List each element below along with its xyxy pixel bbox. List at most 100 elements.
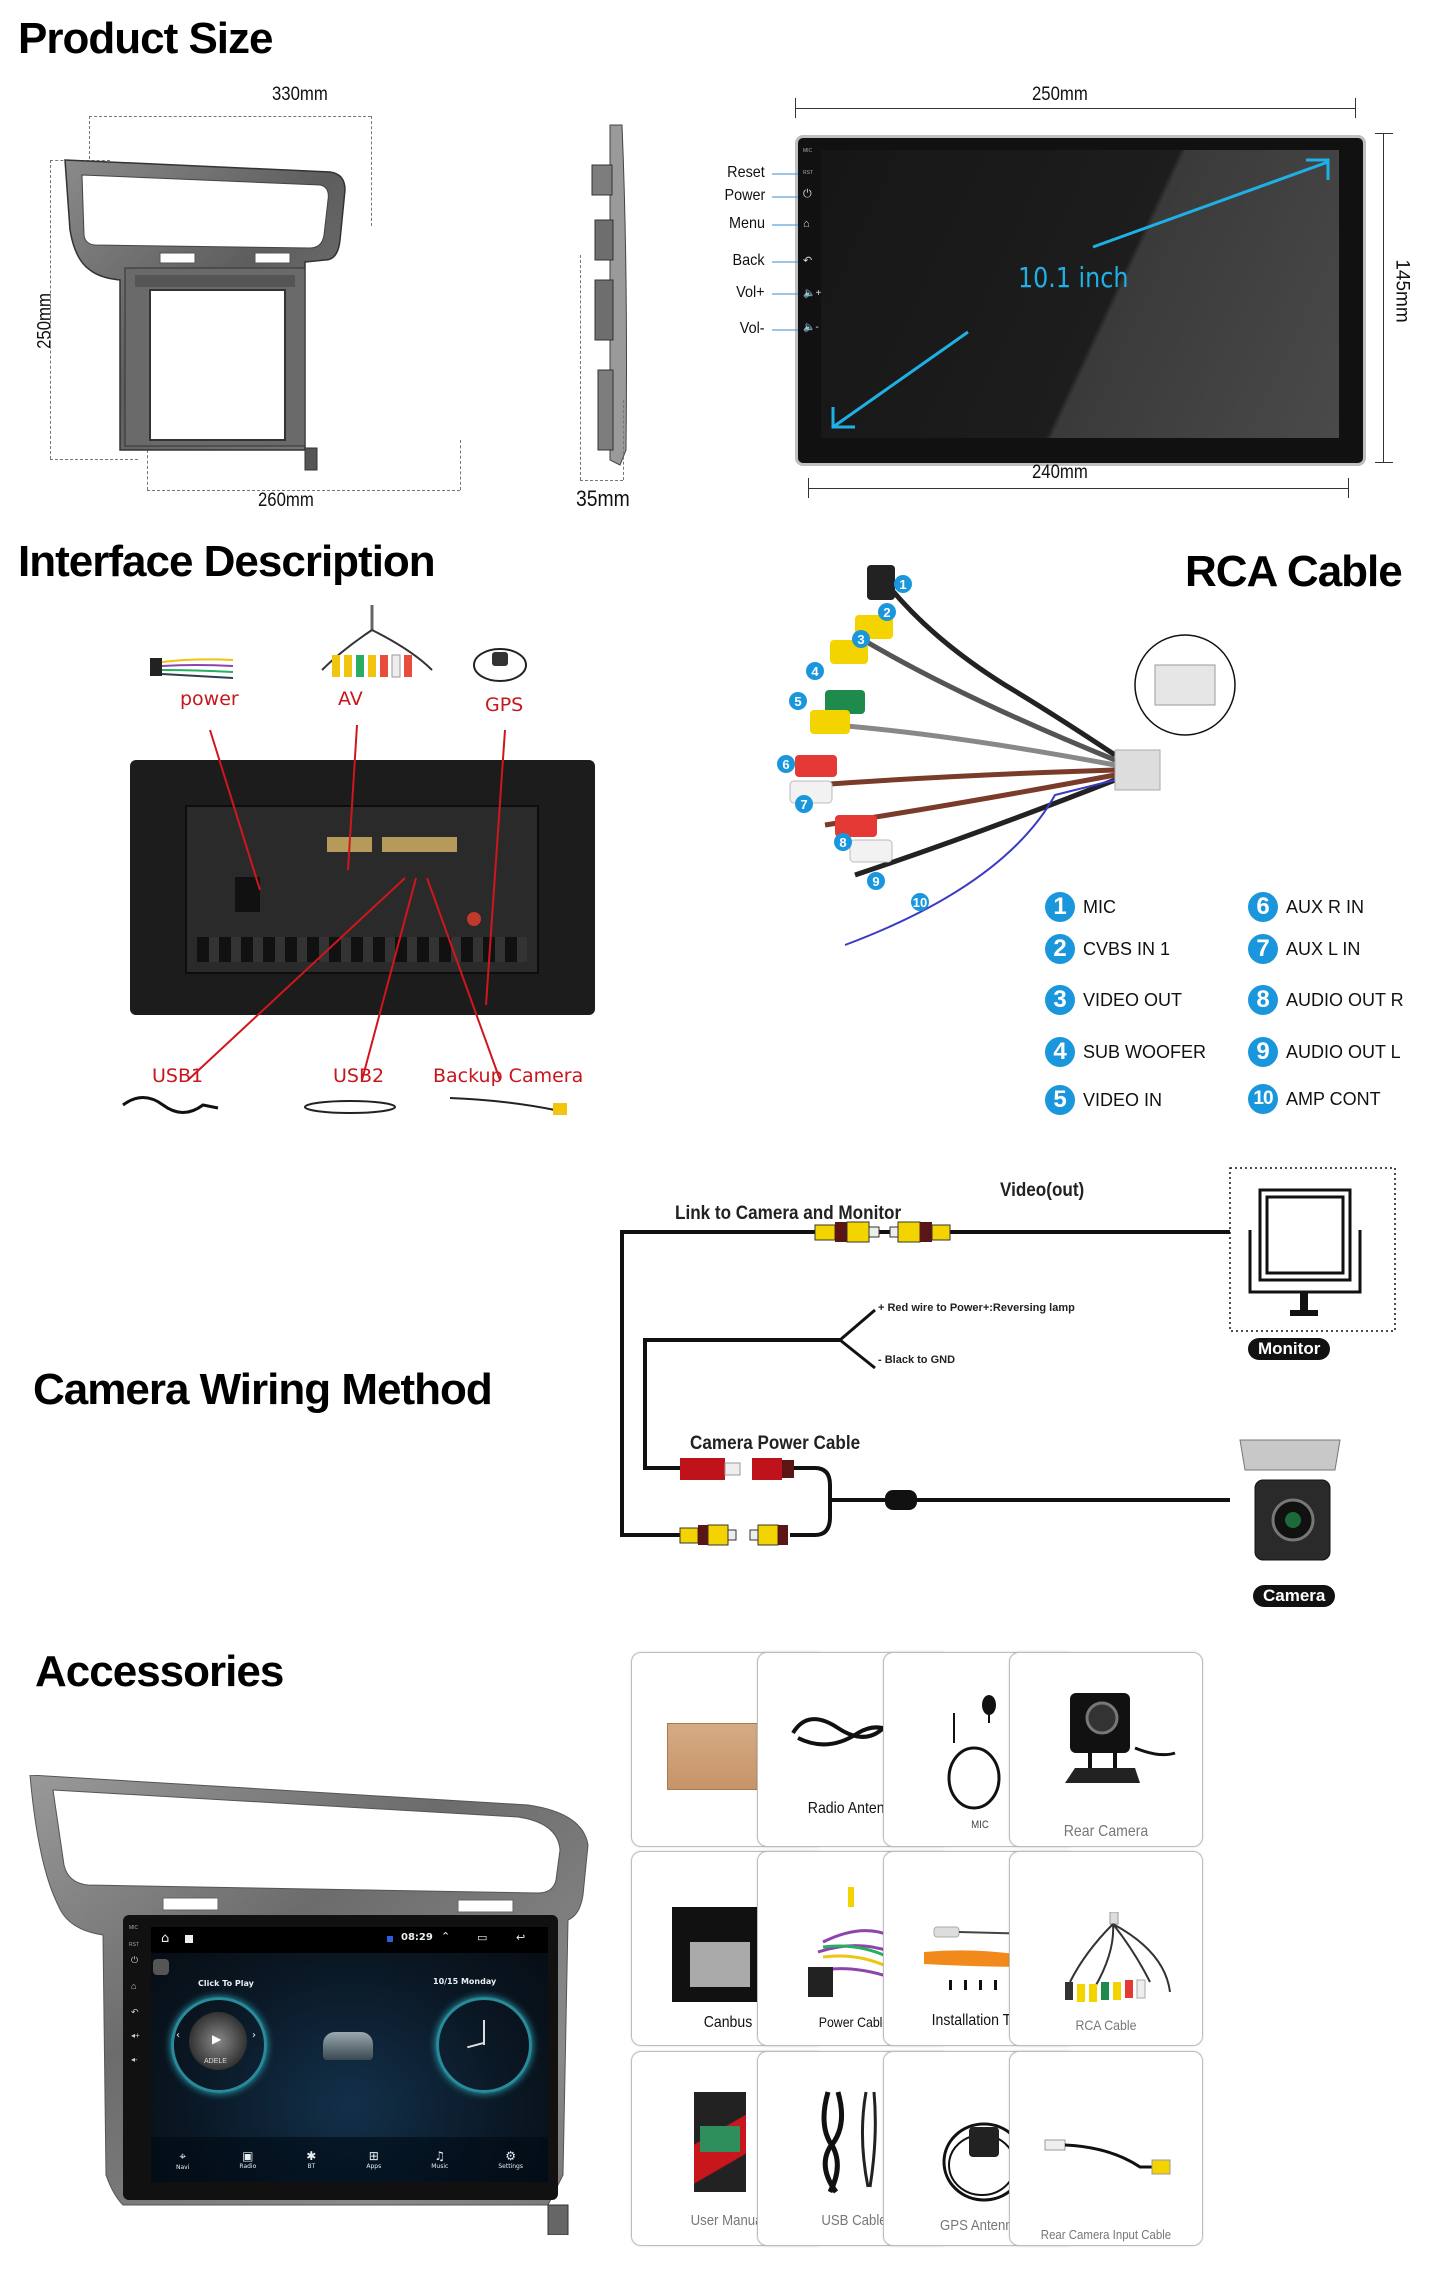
legend-label: AUDIO OUT R — [1286, 989, 1404, 1010]
dock-item-radio[interactable]: ▣Radio — [239, 2149, 256, 2170]
rca-cable-title: RCA Cable — [1185, 547, 1403, 596]
music-widget[interactable]: ▶ ADELE ‹ › — [171, 1997, 267, 2093]
expand-icon[interactable]: ⌃ — [441, 1930, 451, 1943]
usb-cable-icon — [821, 2091, 877, 2194]
screen-display — [821, 150, 1339, 438]
head-unit-vol-down-icon[interactable]: ◂- — [131, 2055, 138, 2064]
backup-camera-cable-icon — [449, 1097, 567, 1115]
accessory-label: RCA Cable — [1075, 2017, 1137, 2033]
play-icon[interactable]: ▶ — [212, 2032, 222, 2046]
legend-badge: 8 — [1248, 985, 1278, 1015]
profile-tick-left — [580, 255, 581, 480]
rca-plug-4 — [825, 690, 865, 714]
music-icon: ♫ — [434, 2149, 446, 2163]
dock-label: Navi — [176, 2163, 190, 2171]
legend-badge: 2 — [1045, 934, 1075, 964]
head-unit-back-panel — [130, 760, 595, 1015]
back-label: Back — [732, 252, 765, 269]
head-unit-screen-bezel: MIC RST ⏻ ⌂ ↶ ◂+ ◂- ⌂ 08:29 ⌃ ▭ ↩ Click … — [123, 1915, 558, 2200]
power-port-label: power — [180, 688, 239, 710]
cable-badge-1: 1 — [894, 575, 912, 593]
status-bar: ⌂ 08:29 ⌃ ▭ ↩ — [151, 1927, 548, 1953]
vol-up-button-icon[interactable]: 🔈+ — [803, 288, 822, 299]
av-port-label: AV — [338, 688, 363, 710]
head-unit-mic-label: MIC — [129, 1925, 139, 1931]
head-unit-image: MIC RST ⏻ ⌂ ↶ ◂+ ◂- ⌂ 08:29 ⌃ ▭ ↩ Click … — [28, 1775, 593, 2235]
accessory-label: Rear Camera Input Cable — [1040, 2227, 1172, 2242]
dock-item-apps[interactable]: ⊞Apps — [366, 2149, 381, 2170]
reset-label: Reset — [727, 164, 765, 181]
button-leader-lines — [772, 173, 798, 331]
diagonal-arrow — [831, 158, 1330, 429]
stop-icon[interactable] — [185, 1935, 193, 1943]
frame-height-dimension-line — [50, 160, 51, 459]
rca-plug-1 — [867, 565, 895, 600]
head-unit-rst-label: RST — [129, 1942, 139, 1948]
vol-down-label: Vol- — [740, 320, 765, 337]
dock-item-music[interactable]: ♫Music — [431, 2149, 448, 2170]
legend-label: AMP CONT — [1286, 1088, 1381, 1109]
av-harness-icon — [321, 605, 433, 678]
app-dock: ⌖Navi ▣Radio ✱BT ⊞Apps ♫Music ⚙Settings — [151, 2137, 548, 2182]
legend-label: AUX L IN — [1286, 938, 1361, 959]
screen-height-tick-bottom — [1375, 462, 1393, 463]
dock-label: Apps — [366, 2163, 382, 2170]
back-nav-icon[interactable]: ↩ — [516, 1931, 526, 1944]
navi-icon: ⌖ — [179, 2148, 187, 2163]
next-track-icon[interactable]: › — [252, 2030, 256, 2041]
user-manual-icon — [694, 2092, 746, 2192]
usb2-port-label: USB2 — [333, 1065, 385, 1087]
home-nav-icon[interactable]: ⌂ — [161, 1931, 170, 1946]
recent-apps-icon[interactable]: ▭ — [477, 1931, 488, 1944]
clock-widget — [436, 1997, 532, 2093]
screen-height-label: 145mm — [1391, 259, 1413, 323]
vol-down-button-icon[interactable]: 🔈- — [803, 322, 819, 333]
home-button-icon[interactable]: ⌂ — [803, 218, 810, 230]
prev-track-icon[interactable]: ‹ — [176, 2030, 180, 2041]
legend-badge: 4 — [1045, 1037, 1075, 1067]
legend-label: SUB WOOFER — [1083, 1041, 1207, 1062]
usb-camera-connector — [382, 837, 457, 852]
dock-item-settings[interactable]: ⚙Settings — [498, 2149, 523, 2170]
accessory-label: Rear Camera — [1063, 1823, 1149, 1840]
frame-width-dimension-line — [89, 116, 371, 117]
bluetooth-status-icon — [387, 1936, 393, 1942]
dock-item-navi[interactable]: ⌖Navi — [176, 2149, 189, 2171]
head-unit-home-icon[interactable]: ⌂ — [131, 1981, 137, 1991]
status-time: 08:29 — [401, 1932, 433, 1943]
gps-port-label: GPS — [485, 694, 524, 716]
profile-dimension-line — [580, 480, 623, 481]
dash-frame-image — [64, 159, 346, 471]
accessory-label: GPS Antenna — [940, 2217, 1020, 2234]
power-button-icon[interactable]: ⏻ — [803, 188, 812, 200]
rear-camera-icon — [1065, 1693, 1176, 1783]
rca-cable-icon — [1065, 1912, 1171, 2002]
bluetooth-icon: ✱ — [306, 2149, 317, 2163]
click-to-play-label[interactable]: Click To Play — [198, 1979, 254, 1988]
frame-width-label: 330mm — [272, 84, 328, 105]
cable-badge-6: 6 — [777, 755, 795, 773]
power-label: Power — [724, 187, 765, 204]
assist-ball-icon[interactable] — [153, 1959, 169, 1975]
connector-panel — [185, 805, 539, 974]
video-out-label: Video(out) — [1000, 1180, 1085, 1201]
head-unit-vol-up-icon[interactable]: ◂+ — [131, 2031, 140, 2040]
dock-item-bt[interactable]: ✱BT — [306, 2149, 316, 2170]
screen-height-dimension-line — [1383, 133, 1384, 463]
canbus-icon — [672, 1907, 767, 2002]
legend-badge: 1 — [1045, 892, 1075, 922]
accessory-label: Power Cable — [818, 2014, 890, 2030]
head-unit-back-icon[interactable]: ↶ — [131, 2007, 139, 2017]
back-button-icon[interactable]: ↶ — [803, 255, 813, 267]
accessory-label: User Manual — [690, 2212, 766, 2229]
legend-badge: 3 — [1045, 985, 1075, 1015]
rca-plug-8 — [835, 815, 877, 837]
red-wire-label: + Red wire to Power+:Reversing lamp — [878, 1302, 1075, 1314]
screen-bottom-width-label: 240mm — [1032, 462, 1088, 483]
rca-cable-image — [789, 565, 1236, 946]
head-unit-power-icon[interactable]: ⏻ — [131, 1955, 139, 1965]
